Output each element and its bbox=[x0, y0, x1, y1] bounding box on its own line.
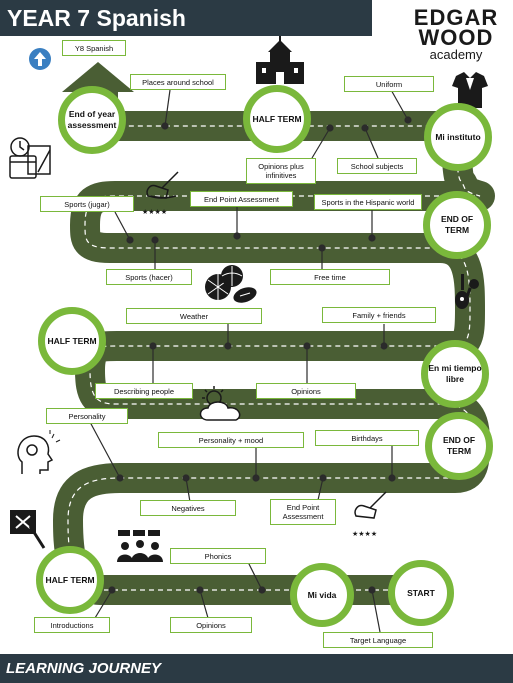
writing-hand-icon-2: ★★★★ bbox=[352, 491, 387, 538]
connectors bbox=[89, 87, 412, 633]
topic-places-around-school: Places around school bbox=[130, 74, 226, 90]
page-title: YEAR 7 Spanish bbox=[0, 0, 372, 36]
weather-icon bbox=[199, 386, 241, 421]
school-building-icon bbox=[256, 34, 304, 84]
topic-sports-hacer: Sports (hacer) bbox=[106, 269, 192, 285]
topic-target-language: Target Language bbox=[323, 632, 433, 648]
topic-negatives: Negatives bbox=[140, 500, 236, 516]
topic-weather: Weather bbox=[126, 308, 262, 324]
topic-introductions: Introductions bbox=[34, 617, 110, 633]
topic-opinions-plus-infinitives: Opinions plus infinitives bbox=[246, 158, 316, 184]
milestone-half-term-1: HALF TERM bbox=[36, 546, 104, 614]
topic-describing-people: Describing people bbox=[95, 383, 193, 399]
sports-balls-icon bbox=[205, 265, 257, 303]
crossed-paper-icon bbox=[10, 510, 46, 549]
guitar-icon bbox=[455, 274, 479, 309]
milestone-end-of-year: End of year assessment bbox=[58, 86, 126, 154]
topic-opinions-1: Opinions bbox=[170, 617, 252, 633]
logo-line-3: academy bbox=[429, 47, 483, 62]
milestone-end-of-term-2: END OF TERM bbox=[423, 191, 491, 259]
up-arrow-icon bbox=[29, 48, 51, 70]
milestone-mi-instituto: Mi instituto bbox=[424, 103, 492, 171]
topic-sports-jugar: Sports (jugar) bbox=[40, 196, 134, 212]
topic-birthdays: Birthdays bbox=[315, 430, 419, 446]
milestone-end-of-term-1: END OF TERM bbox=[425, 412, 493, 480]
footer-learning-journey: LEARNING JOURNEY bbox=[0, 654, 513, 683]
logo-line-2: WOOD bbox=[418, 25, 494, 50]
svg-text:★★★★: ★★★★ bbox=[352, 530, 377, 538]
topic-phonics: Phonics bbox=[170, 548, 266, 564]
topic-personality-mood: Personality + mood bbox=[158, 432, 304, 448]
topic-free-time: Free time bbox=[270, 269, 390, 285]
milestone-half-term-3: HALF TERM bbox=[243, 85, 311, 153]
uniform-icon bbox=[452, 72, 488, 108]
school-logo: EDGAR WOOD academy bbox=[404, 5, 508, 70]
topic-school-subjects: School subjects bbox=[337, 158, 417, 174]
topic-sports-hispanic-world: Sports in the Hispanic world bbox=[314, 194, 422, 210]
top-label-y8: Y8 Spanish bbox=[62, 40, 126, 56]
brain-head-icon bbox=[17, 430, 61, 474]
svg-text:★★★★: ★★★★ bbox=[142, 208, 167, 216]
topic-family-friends: Family + friends bbox=[322, 307, 436, 323]
topic-end-point-assessment-2: End Point Assessment bbox=[190, 191, 293, 207]
milestone-half-term-2: HALF TERM bbox=[38, 307, 106, 375]
milestone-mi-vida: Mi vida bbox=[290, 563, 354, 627]
topic-personality: Personality bbox=[46, 408, 128, 424]
milestone-start: START bbox=[388, 560, 454, 626]
topic-end-point-assessment-1: End Point Assessment bbox=[270, 499, 336, 525]
topic-opinions-2: Opinions bbox=[256, 383, 356, 399]
topic-uniform: Uniform bbox=[344, 76, 434, 92]
writing-hand-icon: ★★★★ bbox=[142, 171, 179, 216]
logo-line-1: EDGAR bbox=[413, 5, 499, 30]
calendar-icon bbox=[9, 137, 51, 179]
people-chat-icon bbox=[117, 530, 163, 562]
milestone-en-mi-tiempo-libre: En mi tiempo libre bbox=[421, 340, 489, 408]
